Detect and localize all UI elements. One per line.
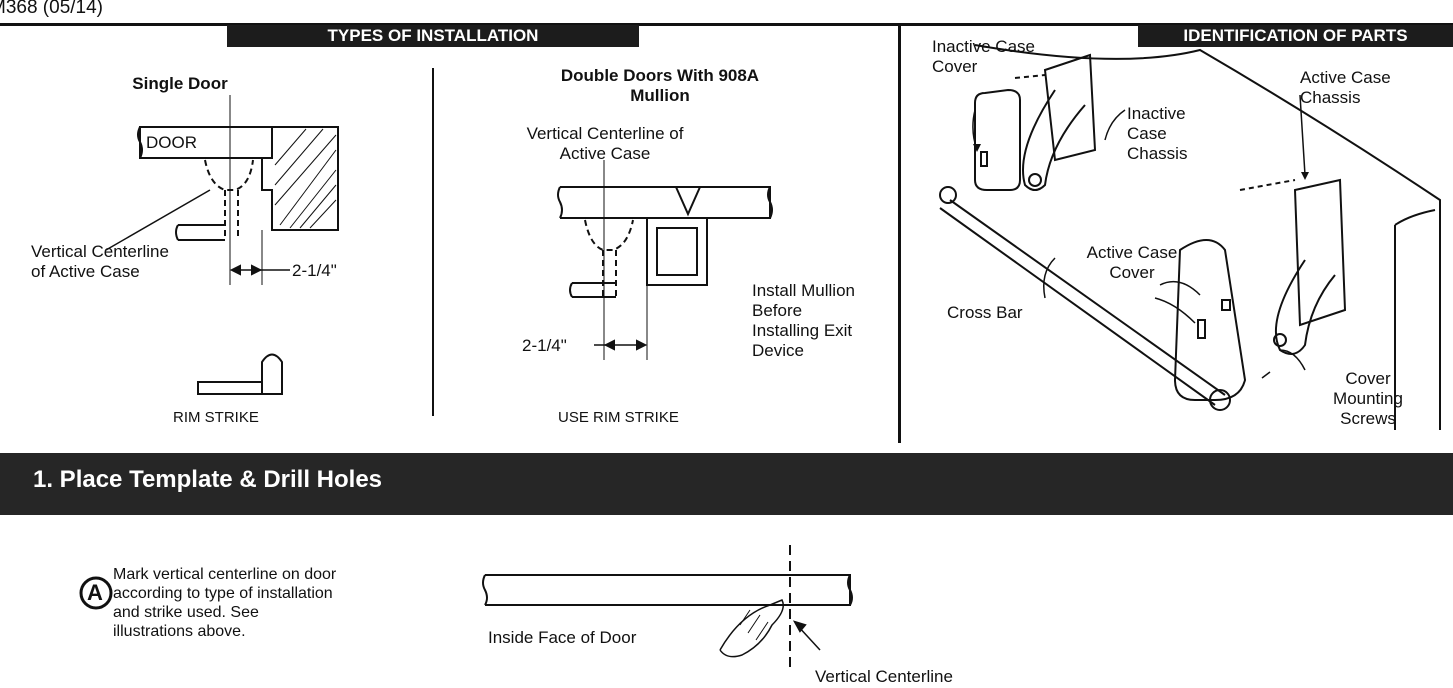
door-label: DOOR [146, 133, 197, 152]
double-door-drawing [557, 160, 773, 360]
divider-parts [898, 25, 901, 443]
step-a-text: Mark vertical centerline on door accordi… [113, 566, 337, 640]
single-centerline-label: Vertical Centerline of Active Case [31, 242, 169, 281]
step-header-bar [0, 453, 1453, 515]
double-centerline-label: Vertical Centerline of Active Case [526, 124, 684, 163]
top-rule [0, 23, 1453, 26]
step-a-badge-circle [79, 576, 113, 610]
active-case-chassis-label: Active Case Chassis [1300, 68, 1391, 107]
identification-of-parts-header: IDENTIFICATION OF PARTS [1138, 25, 1453, 47]
cover-mounting-screws-label: Cover Mounting Screws [1333, 369, 1403, 428]
types-of-installation-header: TYPES OF INSTALLATION [227, 25, 639, 47]
vertical-centerline-label: Vertical Centerline [815, 667, 953, 686]
divider-single-double [432, 68, 434, 416]
single-door-title: Single Door [132, 74, 228, 93]
step-title: 1. Place Template & Drill Holes [33, 466, 383, 493]
single-strike-label: RIM STRIKE [173, 409, 259, 426]
cross-bar-label: Cross Bar [947, 303, 1023, 322]
inside-face-label: Inside Face of Door [488, 628, 637, 647]
parts-drawing [939, 44, 1441, 430]
single-door-drawing [105, 95, 339, 395]
double-strike-label: USE RIM STRIKE [558, 409, 679, 426]
inactive-case-cover-label: Inactive Case Cover [932, 37, 1035, 76]
mullion-note: Install Mullion Before Installing Exit D… [752, 281, 855, 360]
document-code: M368 (05/14) [0, 0, 104, 18]
step-a-badge: A [87, 580, 103, 605]
active-case-cover-label: Active Case Cover [1086, 243, 1178, 282]
single-dim-label: 2-1/4" [292, 261, 337, 280]
step-a-drawing [482, 545, 853, 670]
inactive-case-chassis-label: Inactive Case Chassis [1127, 104, 1188, 163]
double-dim-label: 2-1/4" [522, 336, 567, 355]
double-door-title: Double Doors With 908A Mullion [560, 66, 760, 105]
